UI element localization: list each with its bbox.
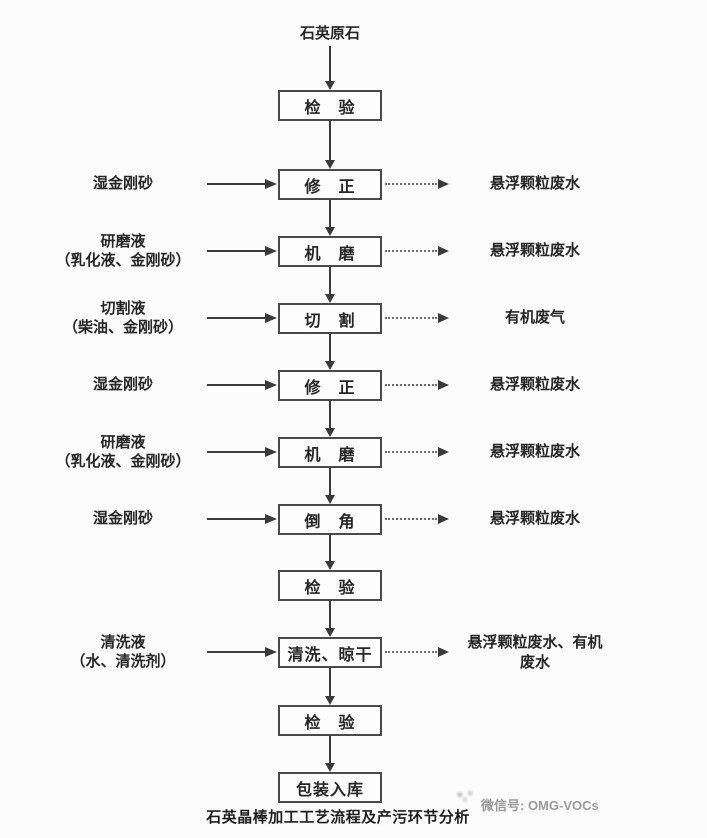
output-label-line: 悬浮颗粒废水: [489, 376, 580, 393]
input-arrow-icon: [207, 447, 277, 457]
input-label: 研磨液 （乳化液、金刚砂）: [36, 433, 210, 471]
down-arrow-icon: [325, 468, 335, 504]
output-label-line: 悬浮颗粒废水、有机: [467, 634, 603, 651]
input-label: 研磨液 （乳化液、金刚砂）: [36, 232, 210, 270]
input-label: 湿金刚砂: [36, 174, 210, 193]
down-arrow-icon: [325, 601, 335, 637]
process-box-label: 切 割: [304, 312, 356, 330]
output-arrow-dotted-icon: [385, 313, 449, 323]
input-label-line: 湿金刚砂: [92, 175, 153, 192]
input-arrow-icon: [207, 179, 277, 189]
input-label-line: 切割液: [100, 300, 146, 317]
process-box-packaging-storage: 包装入库: [278, 772, 382, 803]
process-box-machine-grinding-2: 机 磨: [278, 437, 382, 468]
input-label: 切割液 （柴油、金刚砂）: [36, 299, 210, 337]
output-label: 有机废气: [440, 308, 630, 328]
process-box-label: 清洗、晾干: [287, 646, 373, 664]
process-box-inspection-1: 检 验: [278, 90, 382, 121]
process-box-label: 倒 角: [304, 513, 356, 531]
input-label-line: 清洗液: [100, 634, 146, 651]
process-box-label: 包装入库: [295, 781, 364, 799]
input-arrow-icon: [207, 514, 277, 524]
output-label-line: 有机废气: [504, 309, 565, 326]
down-arrow-icon: [325, 121, 335, 169]
input-label: 湿金刚砂: [36, 509, 210, 528]
input-label-line: 湿金刚砂: [92, 376, 153, 393]
process-box-label: 检 验: [304, 579, 356, 597]
source-material-label: 石英原石: [299, 25, 360, 42]
output-label-line: 悬浮颗粒废水: [489, 510, 580, 527]
process-box-chamfering: 倒 角: [278, 504, 382, 535]
input-label-line: 研磨液: [100, 233, 146, 250]
down-arrow-icon: [325, 200, 335, 236]
input-label-line: 研磨液: [100, 434, 146, 451]
output-arrow-dotted-icon: [385, 647, 449, 657]
output-label: 悬浮颗粒废水、有机废水: [440, 633, 630, 673]
input-label-line: （乳化液、金刚砂）: [55, 252, 191, 269]
output-arrow-dotted-icon: [385, 246, 449, 256]
output-label-line: 悬浮颗粒废水: [489, 443, 580, 460]
output-arrow-dotted-icon: [385, 380, 449, 390]
input-arrow-icon: [207, 246, 277, 256]
input-label-line: （乳化液、金刚砂）: [55, 453, 191, 470]
output-arrow-dotted-icon: [385, 179, 449, 189]
input-arrow-icon: [207, 380, 277, 390]
output-arrow-dotted-icon: [385, 447, 449, 457]
output-label: 悬浮颗粒废水: [440, 174, 630, 194]
down-arrow-icon: [325, 46, 335, 90]
output-label: 悬浮颗粒废水: [440, 509, 630, 529]
input-label-line: （柴油、金刚砂）: [62, 319, 183, 336]
down-arrow-icon: [325, 267, 335, 303]
input-label-line: （水、清洗剂）: [70, 653, 176, 670]
output-label-line: 废水: [519, 654, 550, 671]
process-box-machine-grinding-1: 机 磨: [278, 236, 382, 267]
process-box-label: 检 验: [304, 714, 356, 732]
process-box-label: 检 验: [304, 99, 356, 117]
down-arrow-icon: [325, 401, 335, 437]
process-box-cutting: 切 割: [278, 303, 382, 334]
output-label-line: 悬浮颗粒废水: [489, 242, 580, 259]
process-box-washing-drying: 清洗、晾干: [278, 637, 382, 668]
watermark-logo-icon: [452, 789, 478, 803]
down-arrow-icon: [325, 535, 335, 570]
process-box-label: 机 磨: [304, 245, 356, 263]
input-label-line: 湿金刚砂: [92, 510, 153, 527]
process-box-inspection-3: 检 验: [278, 705, 382, 736]
process-box-label: 修 正: [304, 379, 356, 397]
down-arrow-icon: [325, 736, 335, 772]
input-label: 清洗液 （水、清洗剂）: [36, 633, 210, 671]
process-box-label: 机 磨: [304, 446, 356, 464]
output-label: 悬浮颗粒废水: [440, 375, 630, 395]
process-box-label: 修 正: [304, 178, 356, 196]
input-arrow-icon: [207, 313, 277, 323]
process-box-correction-2: 修 正: [278, 370, 382, 401]
watermark-text: 微信号: OMG-VOCs: [481, 798, 599, 813]
down-arrow-icon: [325, 668, 335, 705]
input-arrow-icon: [207, 647, 277, 657]
output-label: 悬浮颗粒废水: [440, 241, 630, 261]
down-arrow-icon: [325, 334, 335, 370]
output-label-line: 悬浮颗粒废水: [489, 175, 580, 192]
process-box-correction-1: 修 正: [278, 169, 382, 200]
output-label: 悬浮颗粒废水: [440, 442, 630, 462]
output-arrow-dotted-icon: [385, 514, 449, 524]
input-label: 湿金刚砂: [36, 375, 210, 394]
diagram-caption: 石英晶棒加工工艺流程及产污环节分析: [206, 809, 470, 826]
process-box-inspection-2: 检 验: [278, 570, 382, 601]
